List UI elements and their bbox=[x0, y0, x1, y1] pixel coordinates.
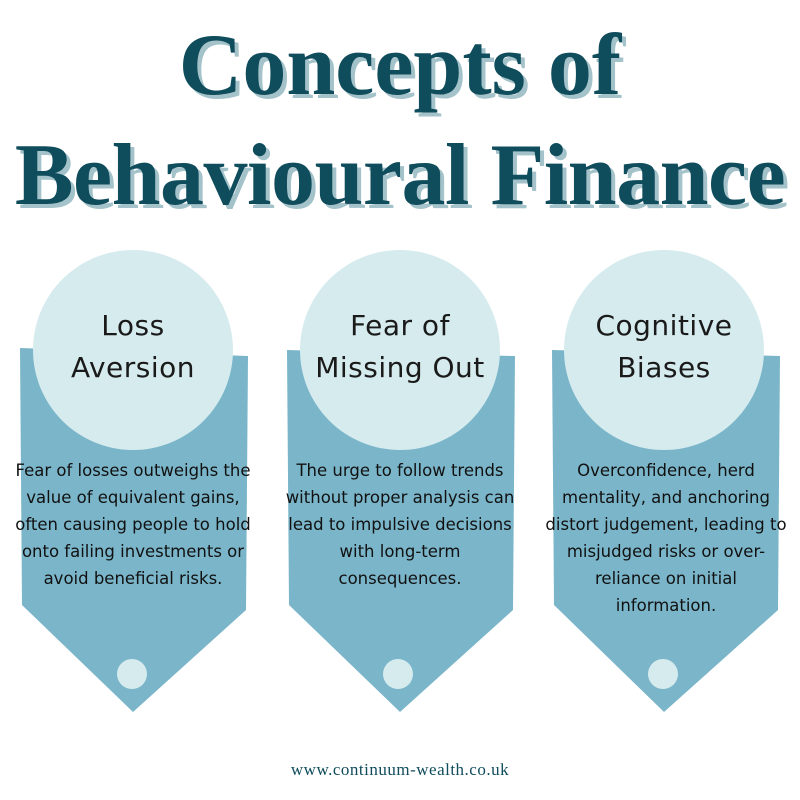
banner-fomo bbox=[287, 250, 515, 712]
concept-heading: Fear of Missing Out bbox=[280, 305, 520, 389]
heading-circle bbox=[564, 250, 764, 450]
concept-description: The urge to follow trends without proper… bbox=[285, 461, 515, 588]
heading-line: Missing Out bbox=[315, 351, 485, 384]
heading-line: Fear of bbox=[350, 309, 450, 342]
dot-icon bbox=[648, 659, 678, 689]
heading-line: Cognitive bbox=[595, 309, 733, 342]
concept-heading: Loss Aversion bbox=[13, 305, 253, 389]
banner-loss-aversion bbox=[20, 250, 248, 712]
banner-cognitive-biases bbox=[552, 250, 780, 712]
dot-icon bbox=[117, 659, 147, 689]
heading-line: Biases bbox=[617, 351, 711, 384]
heading-line: Loss bbox=[101, 309, 165, 342]
heading-circle bbox=[33, 250, 233, 450]
concept-description: Overconfidence, herd mentality, and anch… bbox=[545, 461, 787, 615]
heading-circle bbox=[300, 250, 500, 450]
title-line-1: Concepts of bbox=[178, 17, 622, 114]
concept-description: Fear of losses outweighs the value of eq… bbox=[15, 461, 251, 588]
dot-icon bbox=[383, 659, 413, 689]
title-line-2: Behavioural Finance bbox=[14, 127, 786, 224]
heading-line: Aversion bbox=[70, 351, 196, 384]
concept-heading: Cognitive Biases bbox=[544, 305, 784, 389]
website-link[interactable]: www.continuum-wealth.co.uk bbox=[290, 760, 510, 779]
